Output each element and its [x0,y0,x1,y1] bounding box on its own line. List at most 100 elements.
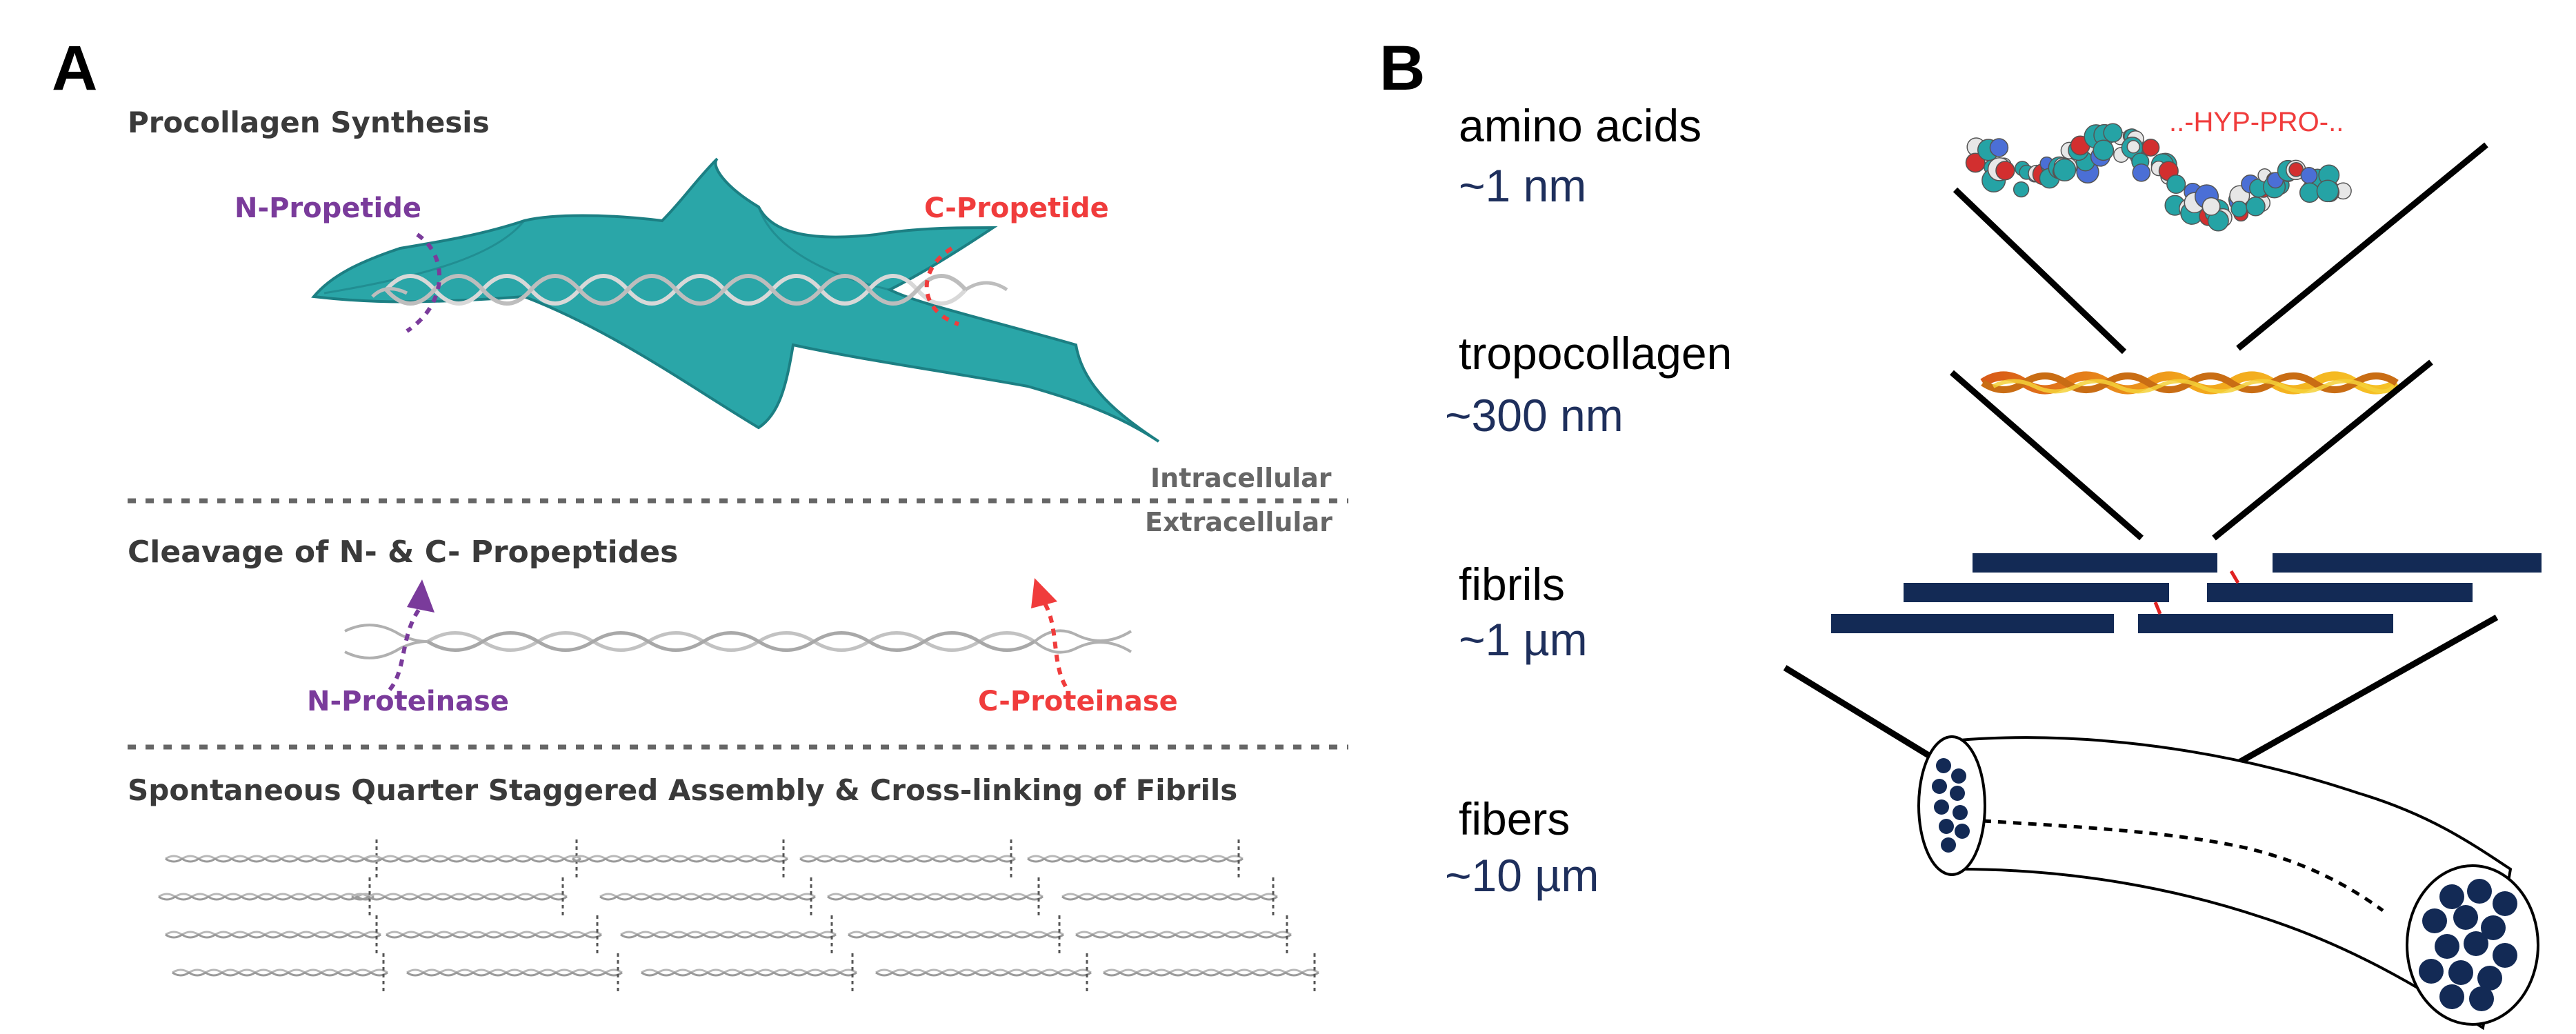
level-size-amino-acids: ~1 nm [1459,160,1586,211]
fibril-strand [158,895,375,901]
cross-link [2153,601,2162,615]
fibril-cross-section [2439,984,2464,1009]
level-size-fibers: ~10 µm [1445,850,1599,901]
atom [2201,197,2221,216]
procollagen-synthesis-title: Procollagen Synthesis [128,106,490,139]
fibril-strand [1103,968,1319,974]
cell-fold-line [323,220,526,295]
panel-b-letter: B [1379,33,1425,103]
n-propetide-marker [406,232,442,333]
fibril-cross-section [1932,779,1947,794]
fibril-strand [572,855,788,860]
zoom-line [1953,187,2127,355]
fibril-strand [1027,855,1244,860]
fibril-bar [2138,614,2393,633]
c-propetide-label: C-Propetide [924,192,1109,224]
fibril-strand [620,933,837,939]
cleavage-title: Cleavage of N- & C- Propeptides [128,535,678,570]
atom [2300,167,2318,184]
fibril-cross-section [1941,837,1956,853]
fibril-strand [386,933,602,939]
fibril-strand [351,895,568,901]
fibril-cross-section [2481,915,2506,940]
fibril-strand [1075,933,1292,939]
fibril-strand [875,971,1092,977]
fiber-tube [1917,735,2539,1031]
helix-strand [1992,379,2395,394]
fibril-strand [386,931,602,936]
fibril-cross-section [2467,879,2492,904]
n-propeptide-tail [344,640,428,659]
fibril-cross-section [2422,908,2447,933]
atom [1989,138,2009,157]
fibril-cross-section [1939,819,1954,834]
extracellular-label: Extracellular [1145,507,1332,537]
n-proteinase-label: N-Proteinase [307,686,509,717]
fibril-strand [165,933,381,939]
cross-link [2229,570,2240,584]
c-propetide-marker [924,246,959,326]
fibril-strand [641,971,857,977]
fibril-cross-section [2493,891,2517,916]
zoom-line [1950,370,2144,541]
fibril-bar [1831,614,2114,633]
atom [1995,161,2015,181]
fibril-strand [172,971,388,977]
fibril-strand [641,968,857,974]
fibril-strand [406,968,623,974]
atom [2299,182,2320,203]
fibril-cross-section [1950,786,1965,801]
fibril-strand [165,931,381,936]
atom [2230,200,2248,218]
helix-strand [426,631,1036,652]
n-propeptide-tail [344,624,428,643]
fibril-strand [172,968,388,974]
fibril-strand [827,893,1044,898]
panel-a: A Procollagen Synthesis N-Propetide C-Pr… [52,33,1348,992]
fibril-cross-section [1934,799,1949,815]
fibril-strand [1103,971,1319,977]
level-size-fibrils: ~1 µm [1459,614,1588,665]
panel-a-letter: A [52,33,97,103]
fibril-strand [848,931,1064,936]
fibril-cross-section [2435,934,2459,959]
panel-b: B amino acids ~1 nm tropocollagen ~300 n… [1379,33,2542,1031]
procollagen-helix [371,274,1008,306]
fibril-bar [1973,553,2217,573]
fibril-strand [158,893,375,898]
fibril-strand [1075,931,1292,936]
fibril-cross-section [2464,931,2488,956]
fibril-strand [351,893,568,898]
atom [2103,123,2123,143]
level-name-fibrils: fibrils [1459,559,1565,610]
helix-strand [384,274,968,306]
atom [2141,139,2160,157]
fibril-cross-section [2439,884,2464,909]
fibril-cross-section [1953,805,1968,820]
fibril-strand [875,968,1092,974]
fibril-bar [2273,553,2542,573]
c-proteinase-arrowhead [1031,578,1057,608]
fibril-strand [1061,895,1278,901]
sequence-label: ..-HYP-PRO-.. [2169,107,2344,137]
fibril-cross-section [1955,824,1970,839]
atom [1965,152,1986,173]
fibril-cross-section [2453,905,2478,930]
c-proteinase-arrow [1043,602,1068,688]
fibril-cross-section [2419,959,2444,984]
fibril-strand [799,855,1016,860]
fibril-bar [2207,583,2473,602]
fibril-strand [599,895,816,901]
atom [2132,163,2151,182]
fibril-cross-section [2448,960,2473,985]
fibril-cross-sections [1932,758,2517,1011]
fibril-bar [1904,583,2169,602]
fibril-cross-section [2469,986,2494,1011]
atom [2013,181,2030,198]
fibril-strand [1061,893,1278,898]
cell-fold-line [757,206,890,291]
fibril-strand [827,895,1044,901]
amino-acid-molecule [1965,123,2352,232]
n-propetide-label: N-Propetide [234,192,421,224]
